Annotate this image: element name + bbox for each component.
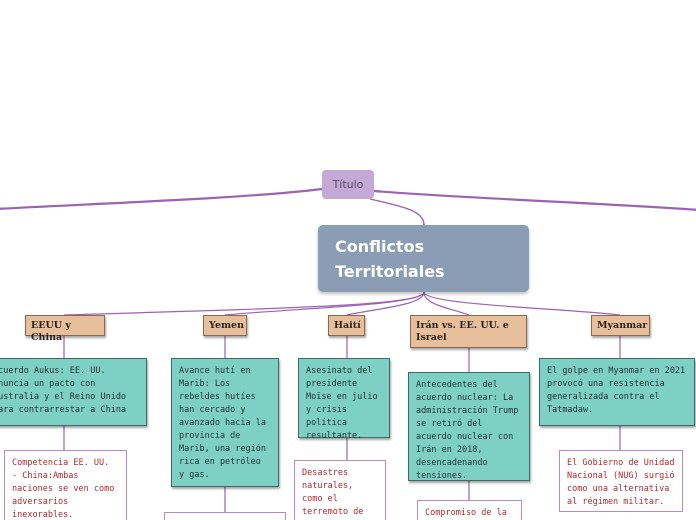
central-topic[interactable]: Conflictos Territoriales	[318, 225, 529, 292]
sub-myanmar[interactable]: El Gobierno de Unidad Nacional (NUG) sur…	[559, 450, 683, 512]
topic-iran[interactable]: Irán vs. EE. UU. e Israel	[410, 315, 527, 348]
link-title-right	[373, 189, 696, 211]
topic-haiti[interactable]: Haití	[328, 315, 365, 336]
link-main-iran	[423, 291, 470, 316]
link-title-main	[369, 198, 425, 226]
topic-myanmar[interactable]: Myanmar	[591, 315, 650, 336]
sub-iran[interactable]: Compromiso de la	[417, 500, 522, 520]
topic-yemen[interactable]: Yemen	[203, 315, 247, 336]
link-main-myanmar	[423, 291, 621, 316]
note-myanmar[interactable]: El golpe en Myanmar en 2021 provocó una …	[539, 358, 695, 426]
topic-eeuu-china[interactable]: EEUU y China	[25, 315, 105, 343]
sub-eeuu-china[interactable]: Competencia EE. UU. - China:Ambas nacion…	[4, 450, 127, 520]
note-haiti[interactable]: Asesinato del presidente Moïse en julio …	[298, 358, 390, 441]
sub-haiti[interactable]: Desastres naturales, como el terremoto d…	[294, 460, 386, 520]
sub-yemen-empty[interactable]	[164, 512, 286, 520]
link-title-left	[0, 187, 323, 210]
link-main-haiti	[346, 291, 425, 316]
note-eeuu-china[interactable]: Acuerdo Aukus: EE. UU. anuncia un pacto …	[0, 358, 147, 426]
note-yemen[interactable]: Avance hutí en Marib: Los rebeldes hutíe…	[171, 358, 279, 487]
link-main-yemen	[224, 291, 425, 316]
title-node[interactable]: Título	[322, 170, 374, 199]
note-iran[interactable]: Antecedentes del acuerdo nuclear: La adm…	[408, 372, 530, 481]
link-main-eeuu	[63, 291, 425, 316]
